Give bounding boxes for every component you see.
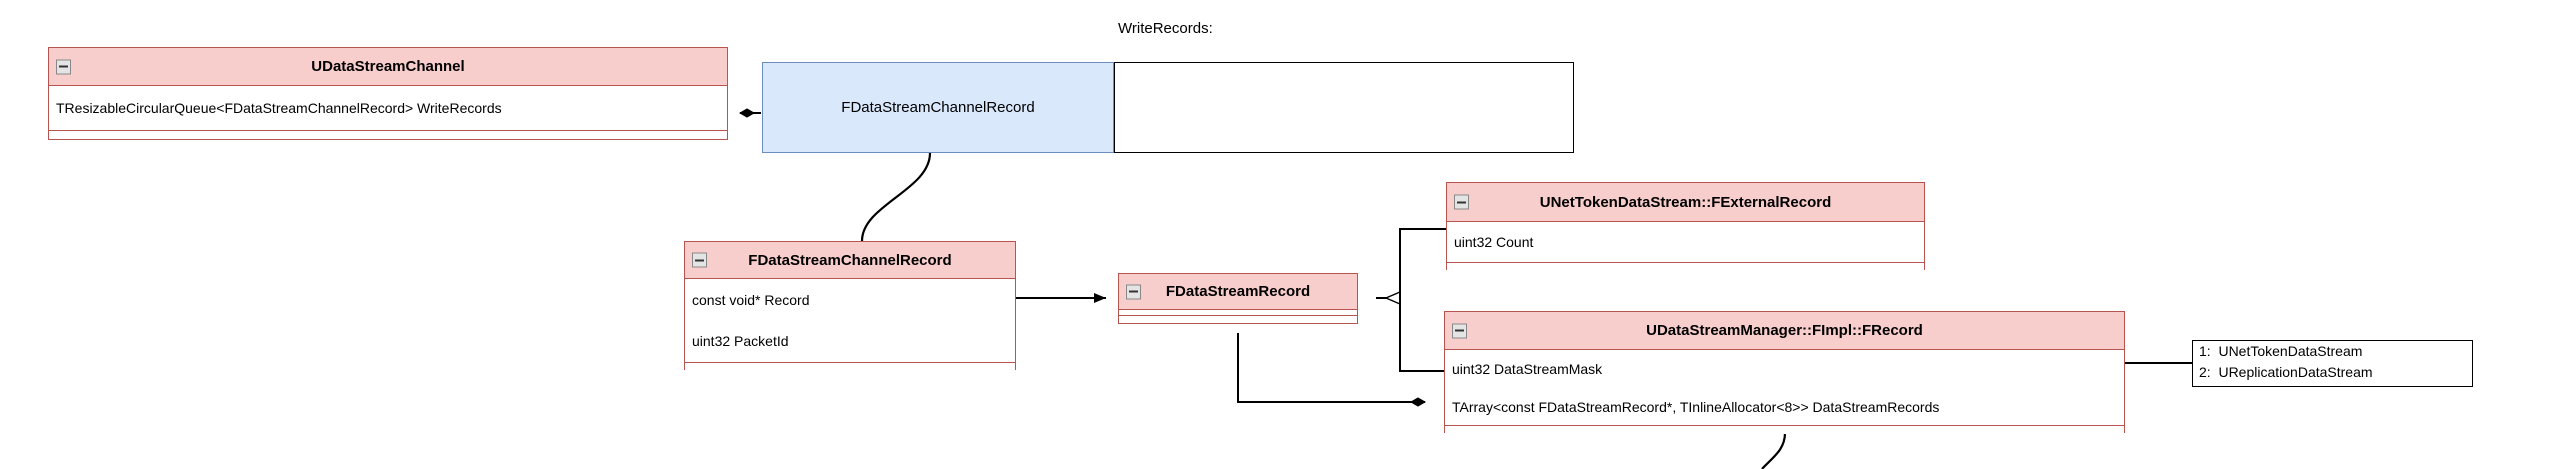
class-attribute: TArray<const FDataStreamRecord*, TInline… (1452, 398, 1940, 415)
class-attributes-udatastreamchannel: TResizableCircularQueue<FDataStreamChann… (49, 86, 727, 130)
class-operations-udatastreamchannel (49, 130, 727, 139)
class-attribute: uint32 DataStreamMask (1452, 361, 1603, 377)
class-header-unettokendatastream-fexternalrecord: UNetTokenDataStream::FExternalRecord (1447, 183, 1924, 222)
class-attributes-fdatastreamchannelrecord: const void* Record uint32 PacketId (685, 279, 1015, 362)
edge-generalization-branch-frecord (1399, 298, 1444, 372)
collapse-icon[interactable] (1452, 323, 1467, 338)
class-header-udatastreammanager-fimpl-frecord: UDataStreamManager::FImpl::FRecord (1445, 312, 2124, 350)
instance-box-fdatastreamchannelrecord[interactable]: FDataStreamChannelRecord (762, 62, 1114, 153)
class-operations-unettokendatastream-fexternalrecord (1447, 262, 1924, 270)
legend-box-datastream-indices[interactable]: 1: UNetTokenDataStream 2: UReplicationDa… (2192, 340, 2473, 387)
class-header-fdatastreamchannelrecord: FDataStreamChannelRecord (685, 242, 1015, 279)
class-attribute: uint32 Count (1454, 234, 1534, 250)
edge-datastreamrecord-to-frecord-array (1237, 333, 1427, 407)
edge-generalization-branch-external (1399, 228, 1446, 298)
note-caption-writerecords: WriteRecords: (1118, 20, 1213, 37)
class-attributes-fdatastreamrecord (1119, 310, 1357, 315)
class-operations-udatastreammanager-fimpl-frecord (1445, 425, 2124, 434)
class-name-label: FDataStreamChannelRecord (748, 251, 952, 269)
class-operations-fdatastreamrecord (1119, 315, 1357, 323)
legend-entry: 2: UReplicationDataStream (2199, 364, 2373, 380)
class-box-unettokendatastream-fexternalrecord[interactable]: UNetTokenDataStream::FExternalRecord uin… (1446, 182, 1925, 270)
class-attributes-udatastreammanager-fimpl-frecord: uint32 DataStreamMask TArray<const FData… (1445, 350, 2124, 425)
class-operations-fdatastreamchannelrecord (685, 362, 1015, 371)
legend-entry: 1: UNetTokenDataStream (2199, 343, 2363, 359)
class-attribute: uint32 PacketId (692, 333, 789, 349)
class-name-label: UNetTokenDataStream::FExternalRecord (1539, 193, 1832, 211)
collapse-icon[interactable] (56, 59, 71, 74)
class-header-udatastreamchannel: UDataStreamChannel (49, 48, 727, 86)
note-box-writerecords[interactable] (1114, 62, 1574, 153)
collapse-icon[interactable] (1454, 194, 1469, 210)
class-attributes-unettokendatastream-fexternalrecord: uint32 Count (1447, 222, 1924, 262)
collapse-icon[interactable] (1126, 284, 1141, 299)
edge-instance-to-fdatastreamchannelrecord (860, 152, 932, 242)
class-box-udatastreamchannel[interactable]: UDataStreamChannel TResizableCircularQue… (48, 47, 728, 140)
edge-frecord-bottom-dangling (1761, 432, 1787, 469)
class-attribute: TResizableCircularQueue<FDataStreamChann… (56, 100, 502, 116)
class-attribute: const void* Record (692, 291, 810, 308)
class-header-fdatastreamrecord: FDataStreamRecord (1119, 274, 1357, 310)
collapse-icon[interactable] (692, 252, 707, 268)
class-name-label: UDataStreamChannel (311, 58, 465, 75)
class-box-fdatastreamrecord[interactable]: FDataStreamRecord (1118, 273, 1358, 324)
class-box-udatastreammanager-fimpl-frecord[interactable]: UDataStreamManager::FImpl::FRecord uint3… (1444, 311, 2125, 434)
instance-label: FDataStreamChannelRecord (841, 99, 1035, 116)
class-name-label: UDataStreamManager::FImpl::FRecord (1646, 322, 1923, 339)
class-name-label: FDataStreamRecord (1165, 283, 1311, 300)
class-box-fdatastreamchannelrecord[interactable]: FDataStreamChannelRecord const void* Rec… (684, 241, 1016, 371)
